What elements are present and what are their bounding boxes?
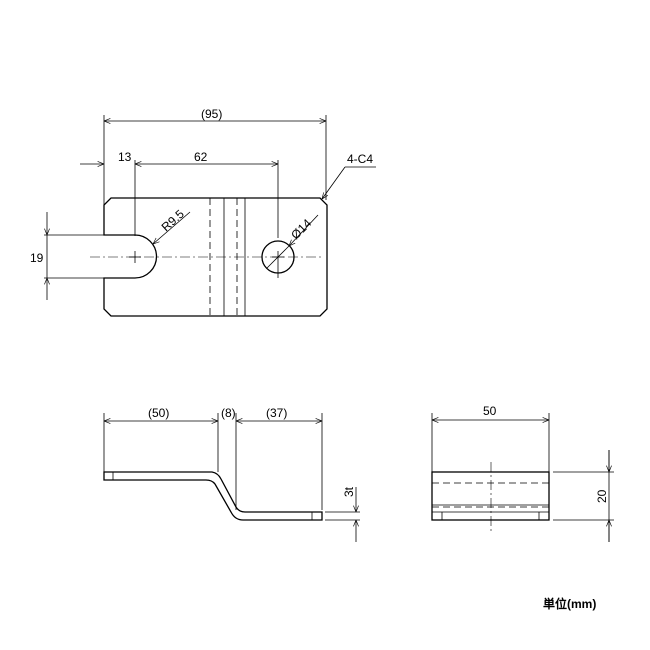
bracket-profile [103, 471, 323, 521]
dim-lower-length: (37) [266, 406, 287, 420]
end-outline [431, 471, 550, 521]
side-view: (50) (8) (37) 3t [103, 406, 360, 542]
unit-label: 単位(mm) [543, 596, 596, 611]
dim-hole-pitch: 62 [194, 150, 208, 164]
dim-upper-length: (50) [148, 406, 169, 420]
dim-chamfer: 4-C4 [347, 152, 373, 166]
top-view: (95) 13 62 4-C4 19 R9.5 Ø14 [30, 107, 376, 317]
plate-outline [103, 197, 328, 317]
dim-offset-length: (8) [221, 406, 236, 420]
dim-slot-radius: R9.5 [159, 207, 187, 235]
dim-slot-width: 19 [30, 251, 44, 265]
dim-thickness: 3t [342, 486, 356, 497]
dim-overall-length: (95) [201, 107, 222, 121]
dim-slot-offset: 13 [118, 150, 132, 164]
dim-hole-diameter: Ø14 [288, 216, 314, 242]
dim-height: 20 [595, 489, 609, 503]
end-view: 50 20 [431, 404, 614, 542]
dim-width: 50 [483, 404, 497, 418]
